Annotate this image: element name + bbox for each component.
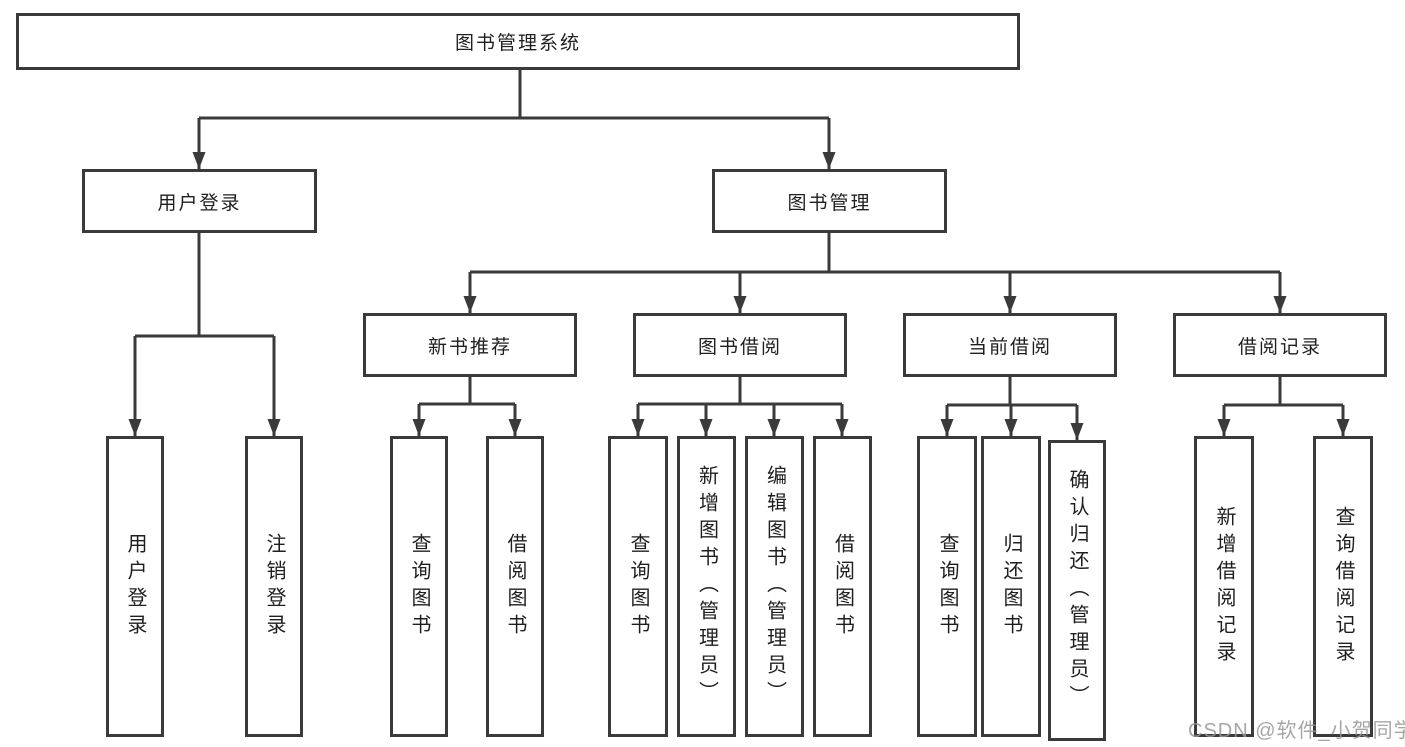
leaf-label: 查询图书 bbox=[936, 532, 958, 641]
leaf-label: 查询图书 bbox=[627, 532, 649, 641]
leaf-label: 归还图书 bbox=[1000, 532, 1022, 641]
node-root: 图书管理系统 bbox=[16, 13, 1020, 70]
leaf-borrow-books-2: 借阅图书 bbox=[813, 436, 872, 737]
leaf-label: 借阅图书 bbox=[831, 532, 854, 641]
watermark: CSDN @软件_小贺同学 bbox=[1188, 720, 1405, 742]
node-user-login: 用户登录 bbox=[82, 169, 317, 233]
leaf-query-books-2: 查询图书 bbox=[608, 436, 668, 737]
leaf-label: 新增图书（管理员） bbox=[695, 465, 718, 708]
leaf-label: 注销登录 bbox=[263, 532, 285, 641]
leaf-add-book-admin: 新增图书（管理员） bbox=[677, 436, 736, 737]
leaf-borrow-books-1: 借阅图书 bbox=[486, 436, 544, 737]
leaf-edit-book-admin: 编辑图书（管理员） bbox=[745, 436, 804, 737]
connector-paths bbox=[133, 70, 1345, 440]
leaf-label: 查询借阅记录 bbox=[1332, 505, 1354, 668]
node-borrow-records: 借阅记录 bbox=[1173, 313, 1387, 377]
leaf-query-books-3: 查询图书 bbox=[917, 436, 977, 737]
leaf-label: 借阅图书 bbox=[504, 532, 526, 641]
leaf-label: 新增借阅记录 bbox=[1213, 505, 1235, 668]
leaf-return-book: 归还图书 bbox=[981, 436, 1041, 737]
node-book-borrow: 图书借阅 bbox=[633, 313, 847, 377]
leaf-query-books-1: 查询图书 bbox=[390, 436, 448, 737]
leaf-logout: 注销登录 bbox=[245, 436, 303, 737]
leaf-add-borrow-record: 新增借阅记录 bbox=[1194, 436, 1254, 737]
leaf-label: 编辑图书（管理员） bbox=[763, 465, 786, 708]
leaf-label: 用户登录 bbox=[124, 532, 146, 641]
leaf-confirm-return-admin: 确认归还（管理员） bbox=[1048, 440, 1106, 741]
arrowhead-icons bbox=[128, 152, 1350, 440]
leaf-user-login: 用户登录 bbox=[106, 436, 164, 737]
leaf-label: 查询图书 bbox=[408, 532, 430, 641]
node-book-management: 图书管理 bbox=[712, 169, 947, 233]
node-new-book-recommend: 新书推荐 bbox=[363, 313, 577, 377]
leaf-query-borrow-record: 查询借阅记录 bbox=[1313, 436, 1373, 737]
node-current-borrow: 当前借阅 bbox=[903, 313, 1117, 377]
leaf-label: 确认归还（管理员） bbox=[1066, 469, 1088, 712]
